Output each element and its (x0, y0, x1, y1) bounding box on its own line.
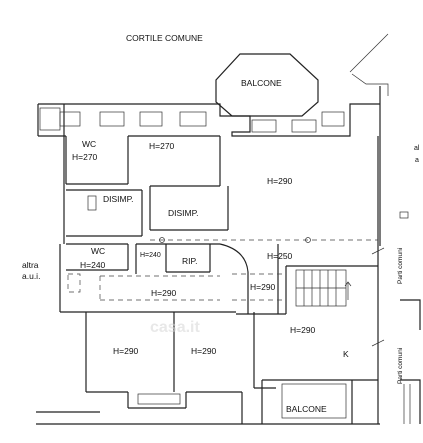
edge-text-2: a (415, 157, 419, 164)
bottom-mid-height: H=290 (191, 346, 217, 356)
wc-mid-height: H=240 (80, 260, 106, 270)
corridor-height: H=250 (267, 251, 293, 261)
disimp-small-label: DISIMP. (103, 194, 134, 204)
courtyard-label: CORTILE COMUNE (126, 33, 203, 43)
wc-top-height: H=270 (72, 152, 98, 162)
balcony-bottom-label: BALCONE (286, 404, 327, 414)
edge-text-1: al (414, 145, 420, 152)
altra-aui-label: altra (22, 260, 39, 270)
disimp-large-label: DISIMP. (168, 208, 199, 218)
living-height: H=290 (267, 176, 293, 186)
wc-mid-label: WC (91, 246, 105, 256)
rip-label: RIP. (182, 256, 197, 266)
stair-area-height: H=290 (250, 282, 276, 292)
parti-comuni-top: Parti comuni (397, 248, 404, 284)
boundary-line (349, 33, 389, 73)
bottom-left-height: H=290 (113, 346, 139, 356)
kitchen-label: K (343, 349, 349, 359)
right-room-height: H=290 (290, 325, 316, 335)
watermark: casa.it (150, 319, 200, 336)
fixtures (67, 195, 421, 424)
hall-height: H=290 (151, 288, 177, 298)
staircase (295, 269, 352, 307)
parti-comuni-bottom: Parti comuni (397, 348, 404, 384)
balcony-top-label: BALCONE (241, 78, 282, 88)
room-top-mid-height: H=270 (149, 141, 175, 151)
exterior-walls (36, 86, 381, 425)
interior-walls (64, 135, 378, 424)
dashed-lines (99, 239, 378, 301)
wc-top-label: WC (82, 139, 96, 149)
altra-aui-label-2: a.u.i. (22, 271, 40, 281)
boundary-line (351, 73, 389, 96)
balcony-top-outline (215, 53, 319, 117)
small-room-height: H=240 (140, 252, 161, 259)
window-strip (39, 107, 345, 133)
